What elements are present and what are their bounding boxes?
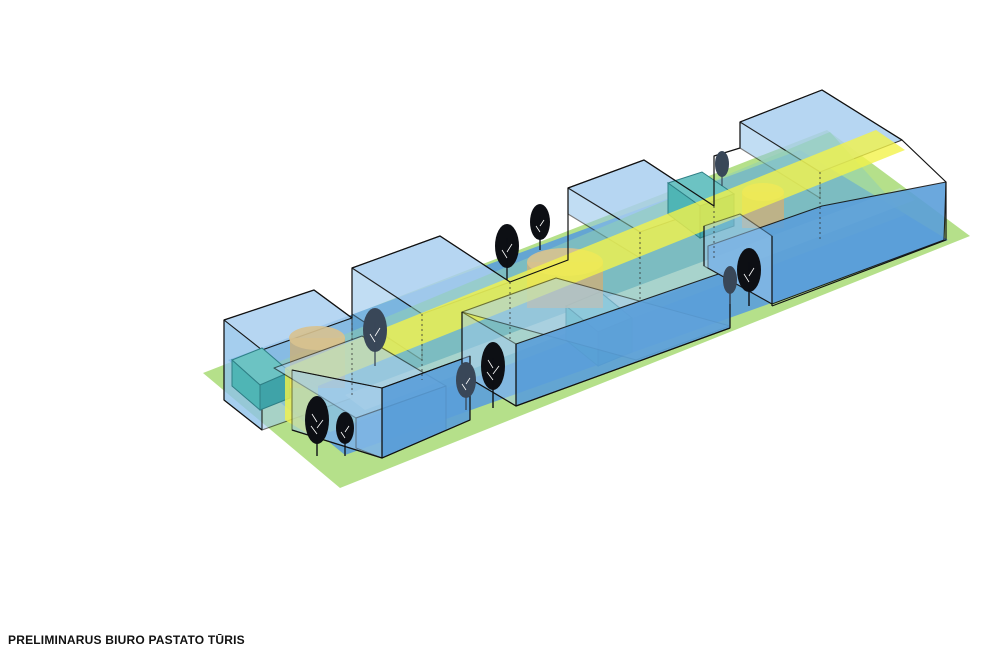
tree (530, 204, 550, 250)
tree (481, 342, 505, 408)
tree (723, 266, 737, 304)
tree (456, 362, 476, 410)
tree (305, 396, 329, 456)
front-volumes (273, 181, 947, 459)
yellow-path (285, 130, 905, 386)
tree (737, 248, 761, 306)
diagram-caption: PRELIMINARUS BIURO PASTATO TŪRIS (8, 633, 245, 647)
trees (305, 151, 761, 456)
tree (336, 412, 354, 456)
tree (495, 224, 519, 280)
dotted-edges (351, 172, 821, 398)
tree (363, 308, 387, 366)
tree (715, 151, 729, 186)
